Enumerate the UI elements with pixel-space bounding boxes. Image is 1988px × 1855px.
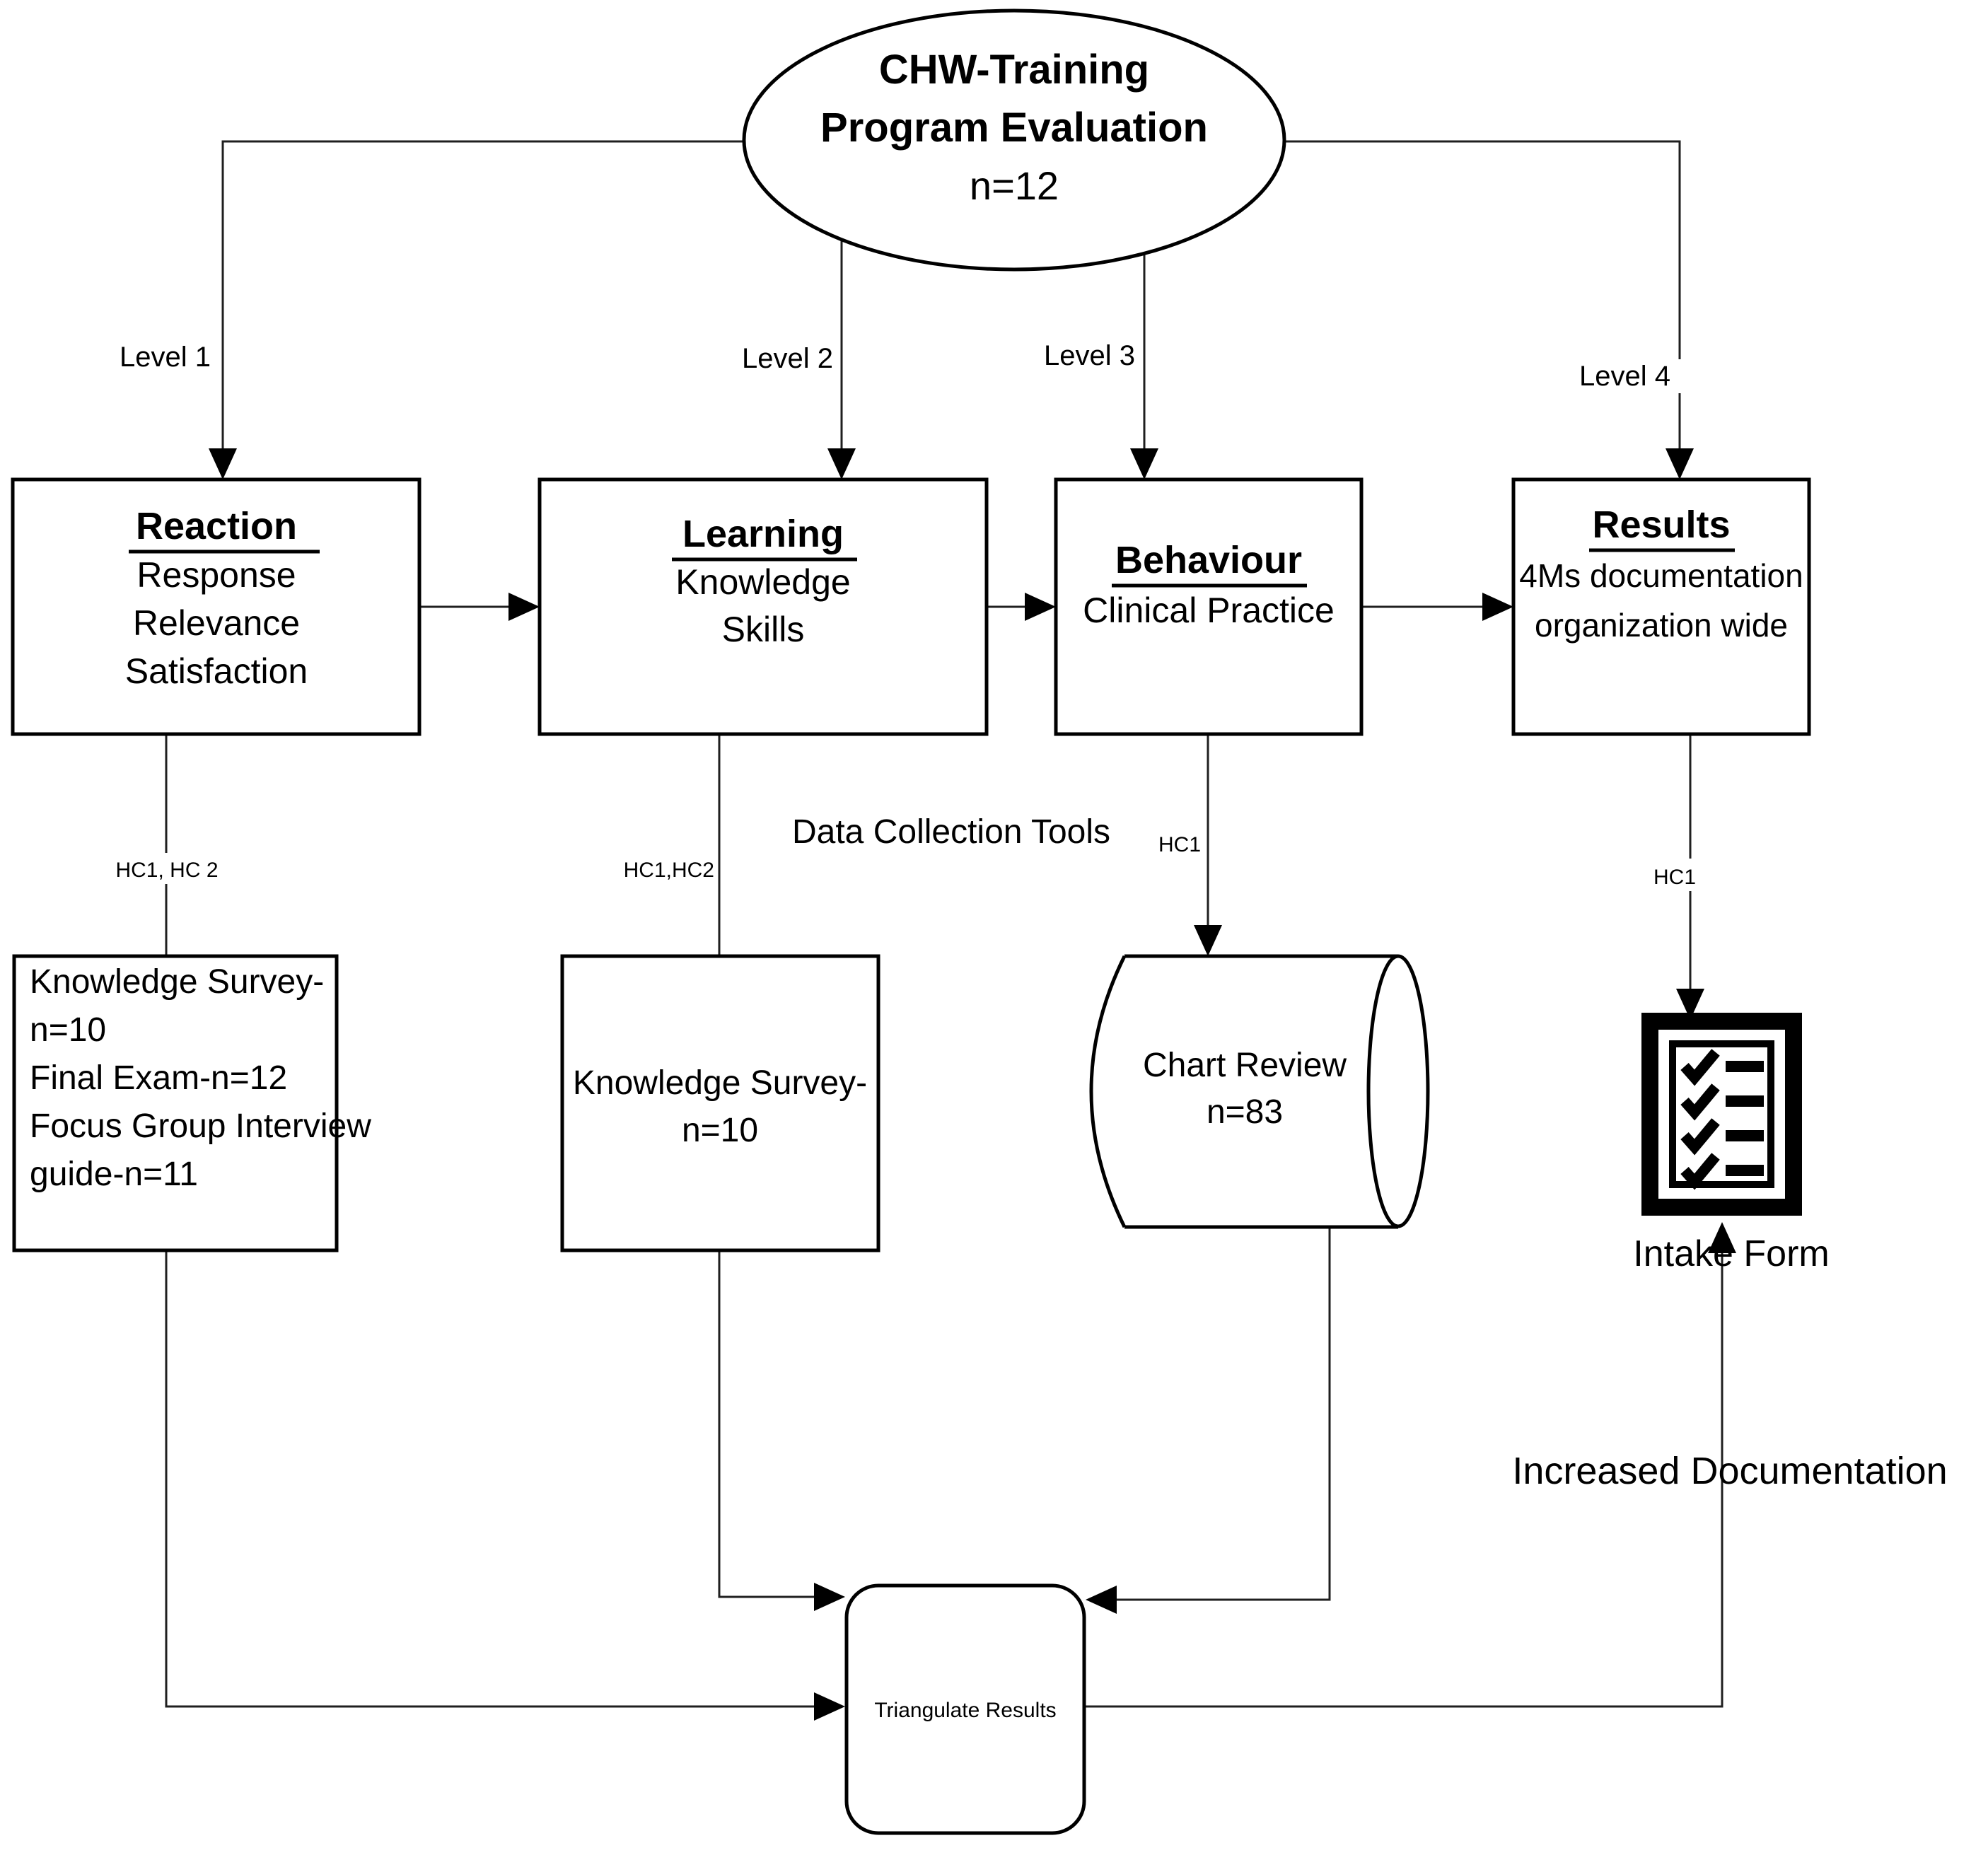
intake-form-label: Intake Form bbox=[1633, 1233, 1829, 1274]
level2-arrowhead-icon bbox=[827, 448, 856, 479]
chart-review-line1: Chart Review bbox=[1143, 1047, 1347, 1084]
reaction-line1: Response bbox=[136, 555, 296, 595]
checkmark-icon bbox=[1680, 1049, 1720, 1086]
level4-label: Level 4 bbox=[1579, 361, 1670, 392]
behaviour-title: Behaviour bbox=[1115, 539, 1302, 581]
knowledge-survey-line1: Knowledge Survey- bbox=[573, 1064, 867, 1102]
reaction-tools-line5: guide-n=11 bbox=[30, 1156, 198, 1193]
reaction-tools-box-outline bbox=[12, 954, 339, 1252]
triangulate-results-label: Triangulate Results bbox=[874, 1699, 1056, 1722]
chart-review-to-triangulate-line bbox=[1115, 1227, 1331, 1601]
hc-label-learning-background bbox=[610, 853, 717, 884]
hc-label-reaction: HC1, HC 2 bbox=[115, 859, 218, 882]
level4-arrowhead-icon bbox=[1666, 448, 1694, 479]
chart-review-line2: n=83 bbox=[1207, 1093, 1283, 1131]
triangulate-results-node: Triangulate Results bbox=[844, 1583, 1086, 1835]
reaction-to-learning-arrowhead-icon bbox=[508, 593, 540, 621]
checkmark-icon bbox=[1680, 1118, 1720, 1156]
hc-label-behaviour-background bbox=[1151, 827, 1204, 859]
triangulate-to-intake-form-line bbox=[1084, 1252, 1723, 1708]
level3-label: Level 3 bbox=[1044, 340, 1135, 371]
reaction-tools-line4: Focus Group Interview bbox=[30, 1107, 371, 1145]
reaction-line2: Relevance bbox=[133, 603, 300, 643]
level1-connector-line bbox=[221, 140, 744, 450]
reaction-tools-line3: Final Exam-n=12 bbox=[30, 1059, 287, 1097]
knowledge-survey-line2: n=10 bbox=[682, 1112, 758, 1149]
chart-review-to-triangulate-arrowhead-icon bbox=[1086, 1586, 1117, 1614]
knowledge-survey-to-triangulate-arrowhead-icon bbox=[814, 1583, 845, 1611]
reaction-box-outline bbox=[11, 477, 422, 736]
reaction-tools-line2: n=10 bbox=[30, 1011, 106, 1049]
learning-box-outline bbox=[537, 477, 989, 736]
behaviour-line1: Clinical Practice bbox=[1083, 591, 1335, 630]
behaviour-box: Behaviour Clinical Practice bbox=[1054, 477, 1364, 736]
triangulate-results-outline bbox=[844, 1583, 1086, 1835]
reaction-title: Reaction bbox=[136, 505, 297, 547]
learning-title: Learning bbox=[682, 513, 844, 555]
level1-label: Level 1 bbox=[120, 342, 211, 373]
reaction-line3: Satisfaction bbox=[125, 651, 308, 691]
hc-label-results: HC1 bbox=[1653, 866, 1696, 889]
level3-arrowhead-icon bbox=[1130, 448, 1158, 479]
chart-review-cylinder-fill bbox=[1091, 956, 1398, 1227]
list-line-icon bbox=[1726, 1130, 1764, 1141]
results-line1: 4Ms documentation bbox=[1519, 557, 1803, 594]
level1-arrowhead-icon bbox=[209, 448, 237, 479]
hc-label-reaction-background bbox=[112, 853, 223, 884]
increased-documentation-label: Increased Documentation bbox=[1512, 1450, 1947, 1492]
intake-form-icon bbox=[1641, 1013, 1802, 1216]
results-to-intake-form-arrowhead-icon bbox=[1676, 989, 1704, 1020]
hc-label-results-background bbox=[1641, 859, 1699, 891]
behaviour-to-results-arrowhead-icon bbox=[1482, 593, 1513, 621]
program-evaluation-title-line1: CHW-Training bbox=[879, 47, 1149, 93]
reaction-tools-box: Knowledge Survey- n=10 Final Exam-n=12 F… bbox=[12, 954, 371, 1252]
level2-label: Level 2 bbox=[742, 343, 833, 374]
learning-line1: Knowledge bbox=[675, 562, 850, 602]
results-title: Results bbox=[1592, 504, 1730, 546]
list-line-icon bbox=[1726, 1165, 1764, 1176]
reaction-tools-line1: Knowledge Survey- bbox=[30, 963, 324, 1001]
chart-review-cylinder-cap bbox=[1366, 954, 1430, 1228]
list-line-icon bbox=[1726, 1061, 1764, 1072]
chart-review-cylinder-left-arc bbox=[1089, 955, 1127, 1228]
knowledge-survey-box: Knowledge Survey- n=10 bbox=[560, 954, 880, 1252]
hc-label-learning: HC1,HC2 bbox=[624, 859, 714, 882]
hc-label-behaviour: HC1 bbox=[1158, 833, 1201, 856]
checkmark-icon bbox=[1680, 1153, 1720, 1190]
chart-review-cylinder: Chart Review n=83 bbox=[1089, 954, 1430, 1229]
behaviour-to-chart-review-arrowhead-icon bbox=[1194, 925, 1222, 956]
program-evaluation-node: CHW-Training Program Evaluation n=12 bbox=[742, 8, 1286, 272]
triangulate-to-intake-form-arrowhead-icon bbox=[1708, 1222, 1736, 1253]
reaction-box: Reaction Response Relevance Satisfaction bbox=[11, 477, 422, 736]
results-box: Results 4Ms documentation organization w… bbox=[1511, 477, 1811, 736]
list-line-icon bbox=[1726, 1095, 1764, 1107]
learning-box: Learning Knowledge Skills bbox=[537, 477, 989, 736]
level4-label-background bbox=[1591, 359, 1747, 393]
level4-connector-line bbox=[1285, 140, 1681, 450]
program-evaluation-n-value: n=12 bbox=[970, 163, 1059, 208]
reaction-tools-to-triangulate-arrowhead-icon bbox=[814, 1692, 845, 1721]
data-collection-tools-label: Data Collection Tools bbox=[792, 813, 1110, 851]
checkmark-icon bbox=[1680, 1083, 1720, 1121]
knowledge-survey-box-outline bbox=[560, 954, 880, 1252]
behaviour-box-outline bbox=[1054, 477, 1364, 736]
program-evaluation-ellipse bbox=[742, 8, 1286, 272]
results-line2: organization wide bbox=[1535, 607, 1788, 644]
reaction-tools-to-triangulate-line bbox=[165, 1250, 815, 1708]
learning-line2: Skills bbox=[722, 610, 805, 649]
program-evaluation-title-line2: Program Evaluation bbox=[820, 105, 1208, 151]
results-box-outline bbox=[1511, 477, 1811, 736]
knowledge-survey-to-triangulate-line bbox=[718, 1250, 815, 1598]
learning-to-behaviour-arrowhead-icon bbox=[1025, 593, 1056, 621]
